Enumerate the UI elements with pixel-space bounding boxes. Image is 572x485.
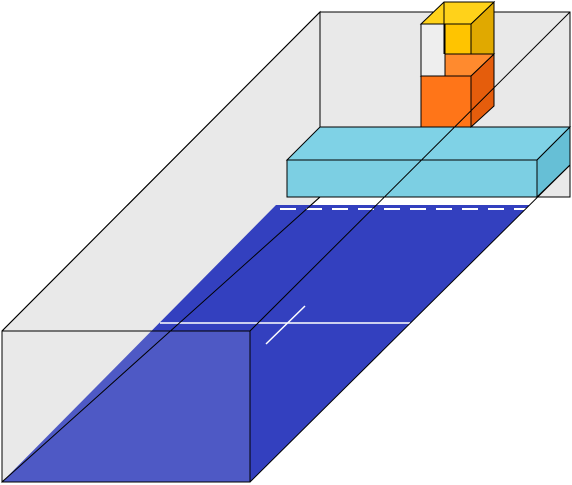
platform-front <box>286 159 538 198</box>
corridor-edge-bottom-left <box>1 196 321 483</box>
orange-block-front <box>420 75 472 128</box>
yellow-block-top <box>419 1 496 25</box>
yellow-block-front <box>444 23 472 55</box>
front-box-face <box>1 330 251 483</box>
corridor-edge-bottom-right <box>249 164 571 483</box>
court-cross-mark <box>265 305 306 345</box>
ghost-block-front <box>420 23 446 77</box>
platform-top <box>285 126 572 161</box>
corridor-edge-top-right <box>249 11 571 332</box>
corridor-edge-top-left <box>1 11 321 332</box>
